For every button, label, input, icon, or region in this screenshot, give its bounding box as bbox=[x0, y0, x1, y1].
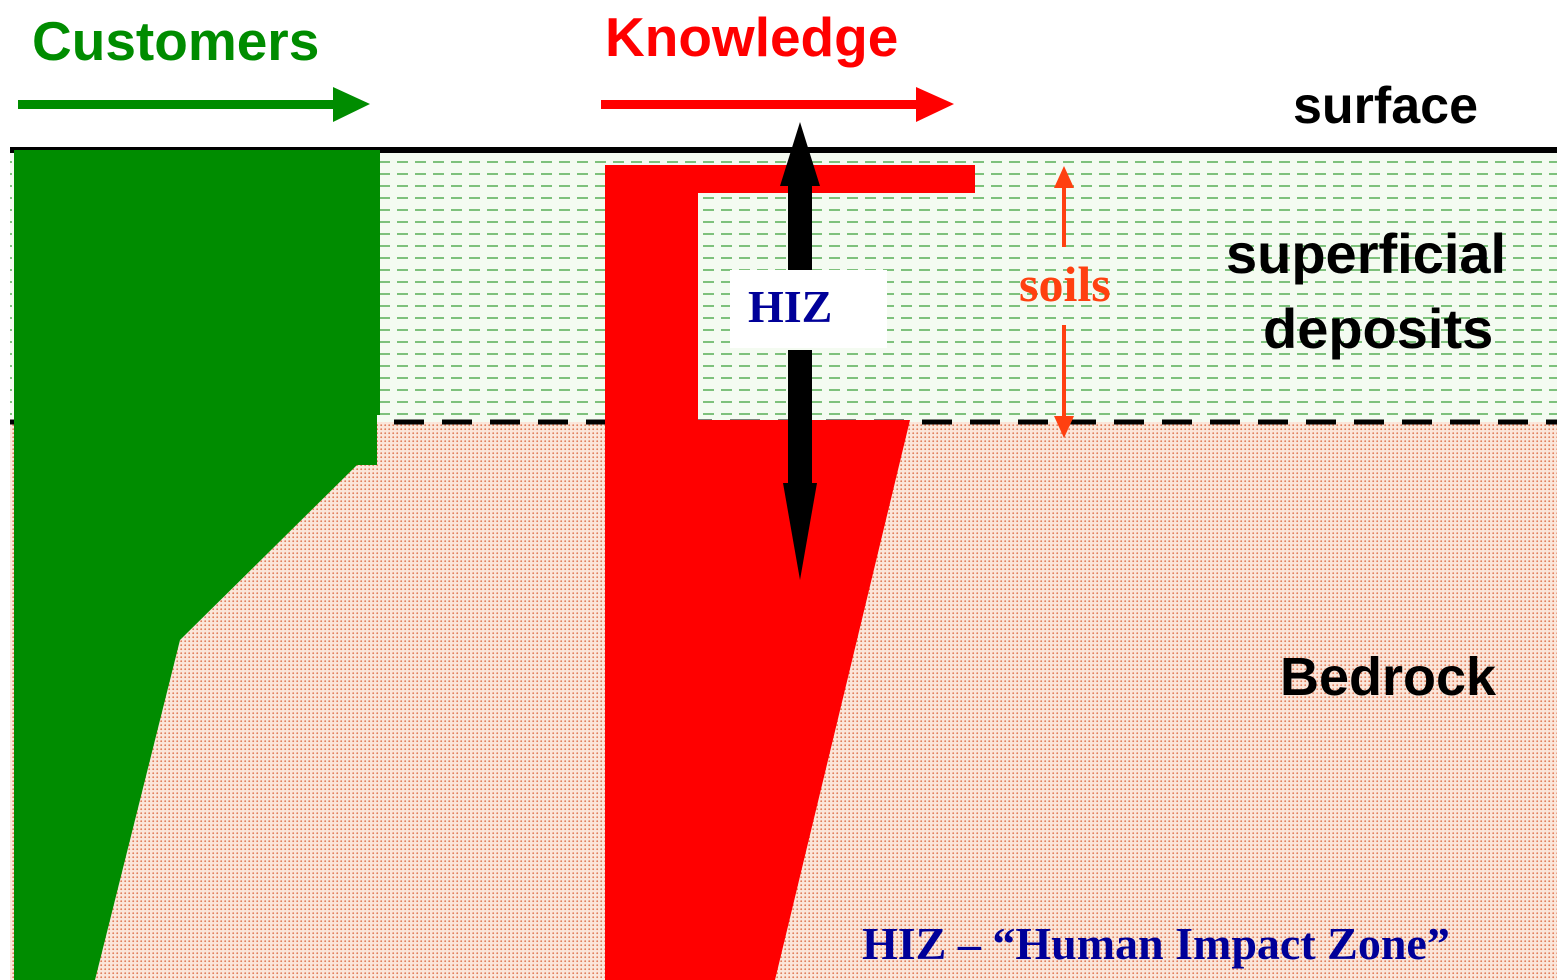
superficial-label-line1: superficial bbox=[1226, 222, 1507, 285]
knowledge-arrow bbox=[601, 87, 954, 122]
knowledge-label: Knowledge bbox=[605, 6, 899, 68]
soils-label: soils bbox=[1019, 256, 1111, 312]
knowledge-profile bbox=[605, 165, 975, 980]
customers-arrow bbox=[18, 87, 370, 122]
hiz-footnote: HIZ – “Human Impact Zone” bbox=[862, 918, 1450, 969]
hiz-arrow bbox=[780, 122, 820, 580]
customers-label: Customers bbox=[32, 10, 320, 72]
hiz-label-box bbox=[730, 270, 887, 348]
superficial-label-line2: deposits bbox=[1263, 297, 1494, 360]
surface-label: surface bbox=[1293, 77, 1478, 135]
bedrock-label: Bedrock bbox=[1280, 647, 1497, 707]
hiz-label: HIZ bbox=[748, 281, 833, 332]
customers-profile bbox=[14, 150, 380, 980]
soils-arrow bbox=[1054, 166, 1074, 438]
